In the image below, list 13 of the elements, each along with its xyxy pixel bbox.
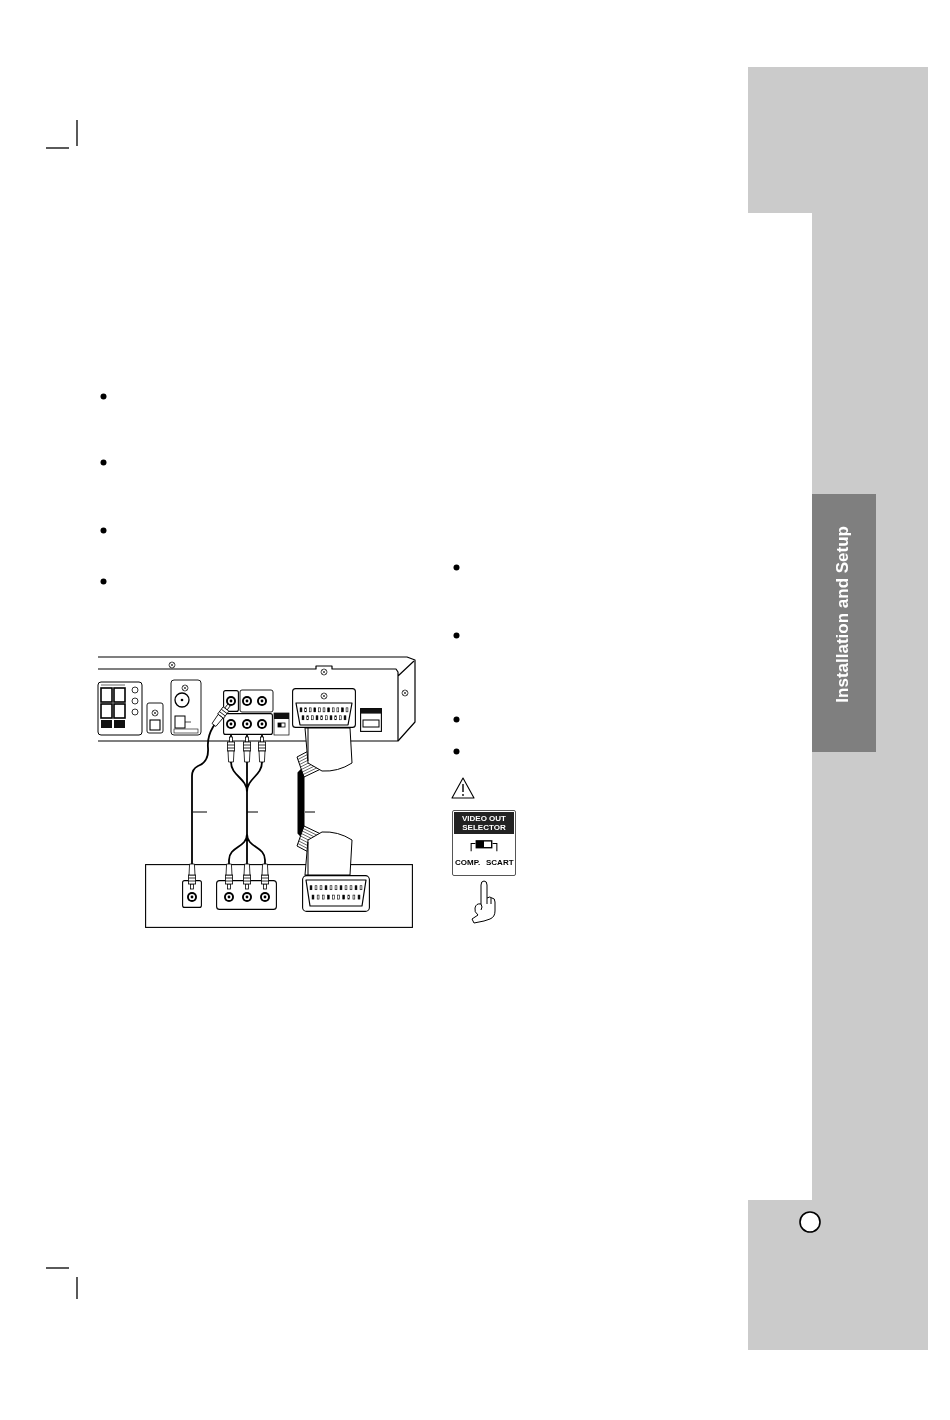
multi-pin-output-socket xyxy=(292,688,356,728)
switch-heading: VIDEO OUT SELECTOR xyxy=(454,812,514,834)
component-cable xyxy=(225,734,269,890)
switch-card xyxy=(452,810,516,876)
label-plate xyxy=(360,708,382,732)
switch-position-label: SCART xyxy=(486,858,514,868)
switch-position-label: COMP. xyxy=(455,858,481,868)
multi-pin-input-socket xyxy=(302,875,370,912)
section-title: Installation and Setup xyxy=(832,526,853,703)
tv-set xyxy=(145,864,413,928)
multi-pin-cable xyxy=(296,727,353,876)
section-tab xyxy=(812,494,876,752)
rca-cable xyxy=(188,703,231,890)
